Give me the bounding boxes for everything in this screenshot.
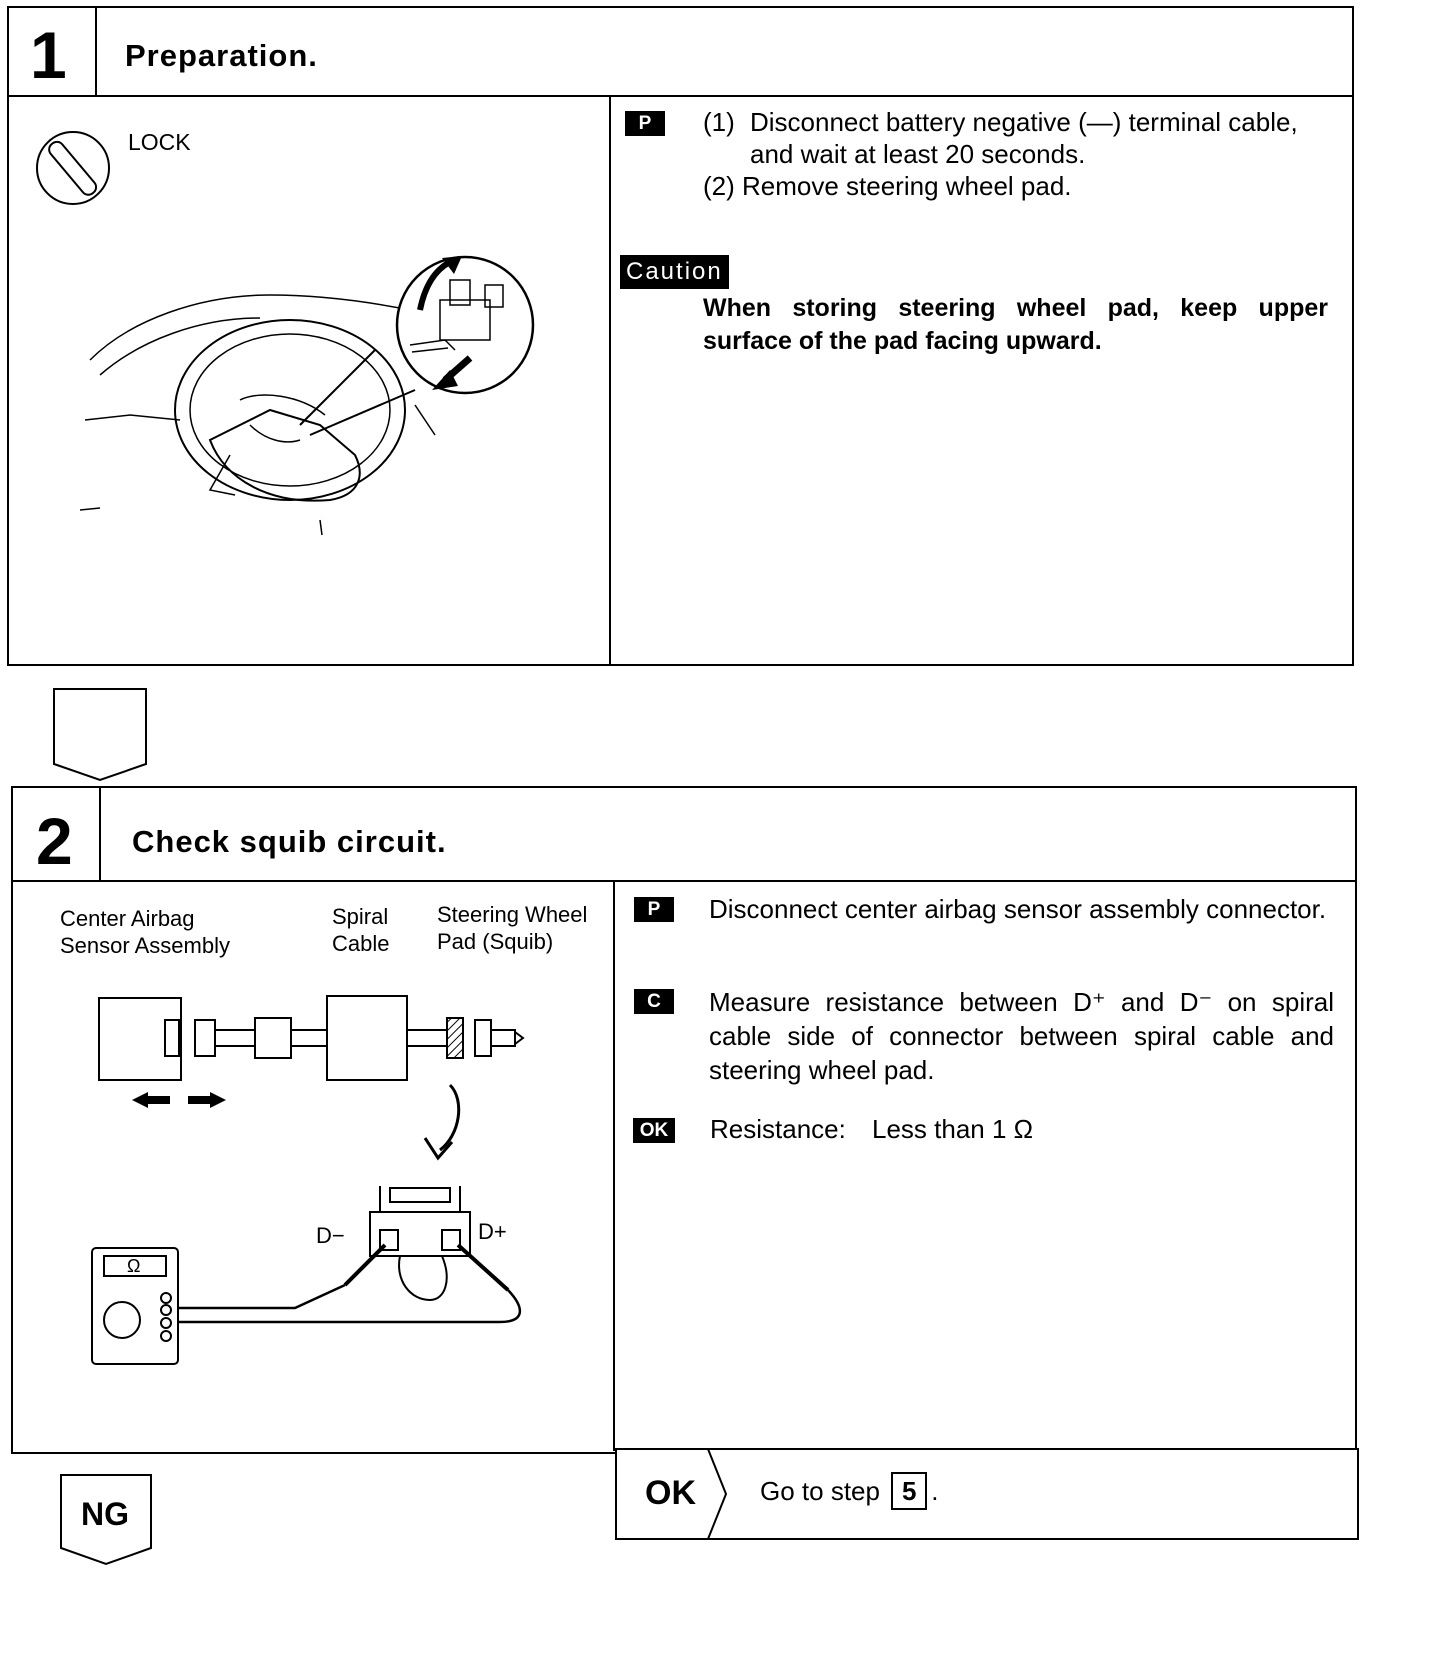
step2-box [11, 786, 1357, 1454]
step2-p-badge: P [634, 897, 674, 922]
goto-step-number[interactable]: 5 [891, 1472, 928, 1510]
goto-prefix: Go to step [760, 1476, 880, 1506]
label-sensor-line2: Sensor Assembly [60, 933, 230, 958]
label-pad-line1: Steering Wheel [437, 902, 588, 927]
ok-result-box [615, 1448, 1359, 1540]
goto-suffix: . [931, 1476, 939, 1506]
step1-header-line [8, 95, 1353, 97]
step-connector-arrow [53, 688, 147, 782]
label-sensor-line1: Center Airbag [60, 906, 195, 931]
step2-c-badge: C [634, 989, 674, 1014]
ng-label: NG [81, 1496, 129, 1532]
label-spiral-line2: Cable [332, 931, 390, 956]
resistance-label: Resistance: [710, 1114, 846, 1144]
step2-header-line [12, 880, 1356, 882]
step1-instr1-line2: and wait at least 20 seconds. [750, 139, 1086, 169]
caution-text: When storing steering wheel pad, keep up… [703, 294, 1328, 355]
step2-p-text: Disconnect center airbag sensor assembly… [709, 894, 1327, 924]
steering-wheel-illustration [79, 255, 535, 536]
step1-instr1-line1: Disconnect battery negative (—) terminal… [750, 107, 1298, 137]
step1-header-divider [95, 7, 97, 97]
step1-instr2: (2) Remove steering wheel pad. [703, 171, 1072, 201]
goto-step-text: Go to step 5. [760, 1472, 938, 1510]
label-spiral-line1: Spiral [332, 904, 389, 929]
label-pad-line2: Pad (Squib) [437, 929, 554, 954]
ng-result-arrow [60, 1474, 152, 1566]
step1-title: Preparation. [125, 38, 318, 73]
ohmmeter-display-symbol: Ω [127, 1256, 141, 1276]
step2-title: Check squib circuit. [132, 824, 447, 859]
step2-c-text: Measure resistance between D⁺ and D⁻ on … [709, 987, 1334, 1085]
step1-p-badge: P [625, 111, 665, 136]
step1-instr1-num: (1) [703, 107, 735, 137]
resistance-value: Less than 1 Ω [872, 1114, 1034, 1144]
step2-ok-badge: OK [633, 1118, 675, 1143]
squib-circuit-diagram [91, 995, 525, 1365]
step1-box [7, 6, 1354, 666]
ignition-lock-icon [36, 131, 110, 205]
step2-number: 2 [36, 804, 73, 878]
caution-badge: Caution [620, 255, 729, 289]
label-d-minus: D− [316, 1223, 345, 1248]
ok-result-chevron [707, 1448, 728, 1540]
ok-label: OK [645, 1474, 696, 1512]
lock-label: LOCK [128, 129, 191, 155]
step1-column-divider [609, 96, 611, 664]
step1-number: 1 [30, 18, 67, 92]
step2-column-divider [613, 881, 615, 1451]
step2-header-divider [99, 787, 101, 882]
label-d-plus: D+ [478, 1219, 507, 1244]
